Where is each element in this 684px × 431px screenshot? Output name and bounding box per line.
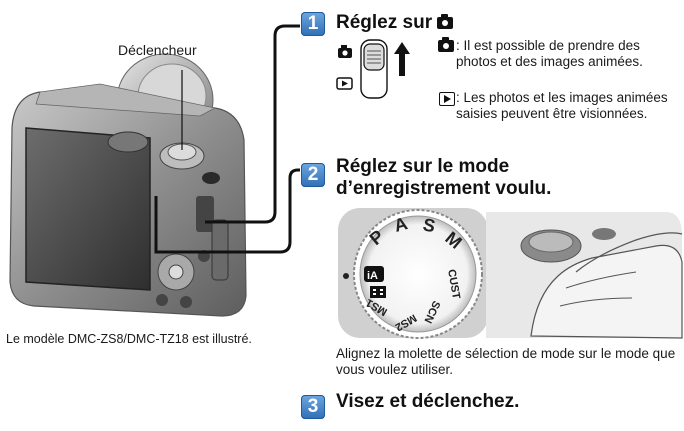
camera-illustration (9, 24, 300, 317)
model-note: Le modèle DMC-ZS8/DMC-TZ18 est illustré. (6, 332, 252, 346)
step-1-title: Réglez sur (336, 12, 454, 34)
step-1-title-text: Réglez sur (336, 12, 433, 33)
mode-dial-illustration: P A S M CUST SCN MS2 MS1 iA (338, 208, 683, 339)
step-2-instruction: Alignez la molette de sélection de mode … (336, 346, 676, 377)
shutter-label: Déclencheur (118, 42, 197, 58)
playback-mode-text: : Les photos et les images animées saisi… (456, 90, 668, 121)
camera-icon (437, 14, 454, 29)
playback-icon (439, 92, 455, 106)
dial-label-cust: CUST (445, 268, 462, 300)
record-mode-desc: : Il est possible de prendre des photos … (430, 37, 680, 70)
step-2-badge: 2 (301, 163, 325, 187)
step-3-title: Visez et déclenchez. (336, 391, 520, 412)
dial-index-dot (343, 273, 349, 279)
record-icon (438, 37, 454, 52)
movie-mode-icon (370, 286, 386, 298)
step-1-badge: 1 (301, 12, 325, 36)
step-2-title-line2: d’enregistrement voulu. (336, 178, 552, 199)
dial-label-a: A (392, 213, 410, 236)
rec-play-switch (336, 39, 410, 99)
dial-label-ia: iA (367, 270, 378, 282)
dial-label-s: S (421, 214, 437, 236)
step-3-badge: 3 (301, 395, 325, 419)
playback-mode-desc: : Les photos et les images animées saisi… (430, 90, 680, 122)
step-2-title-line1: Réglez sur le mode (336, 156, 510, 177)
ia-mode-icon (364, 266, 384, 282)
record-mode-text: : Il est possible de prendre des photos … (456, 38, 643, 69)
